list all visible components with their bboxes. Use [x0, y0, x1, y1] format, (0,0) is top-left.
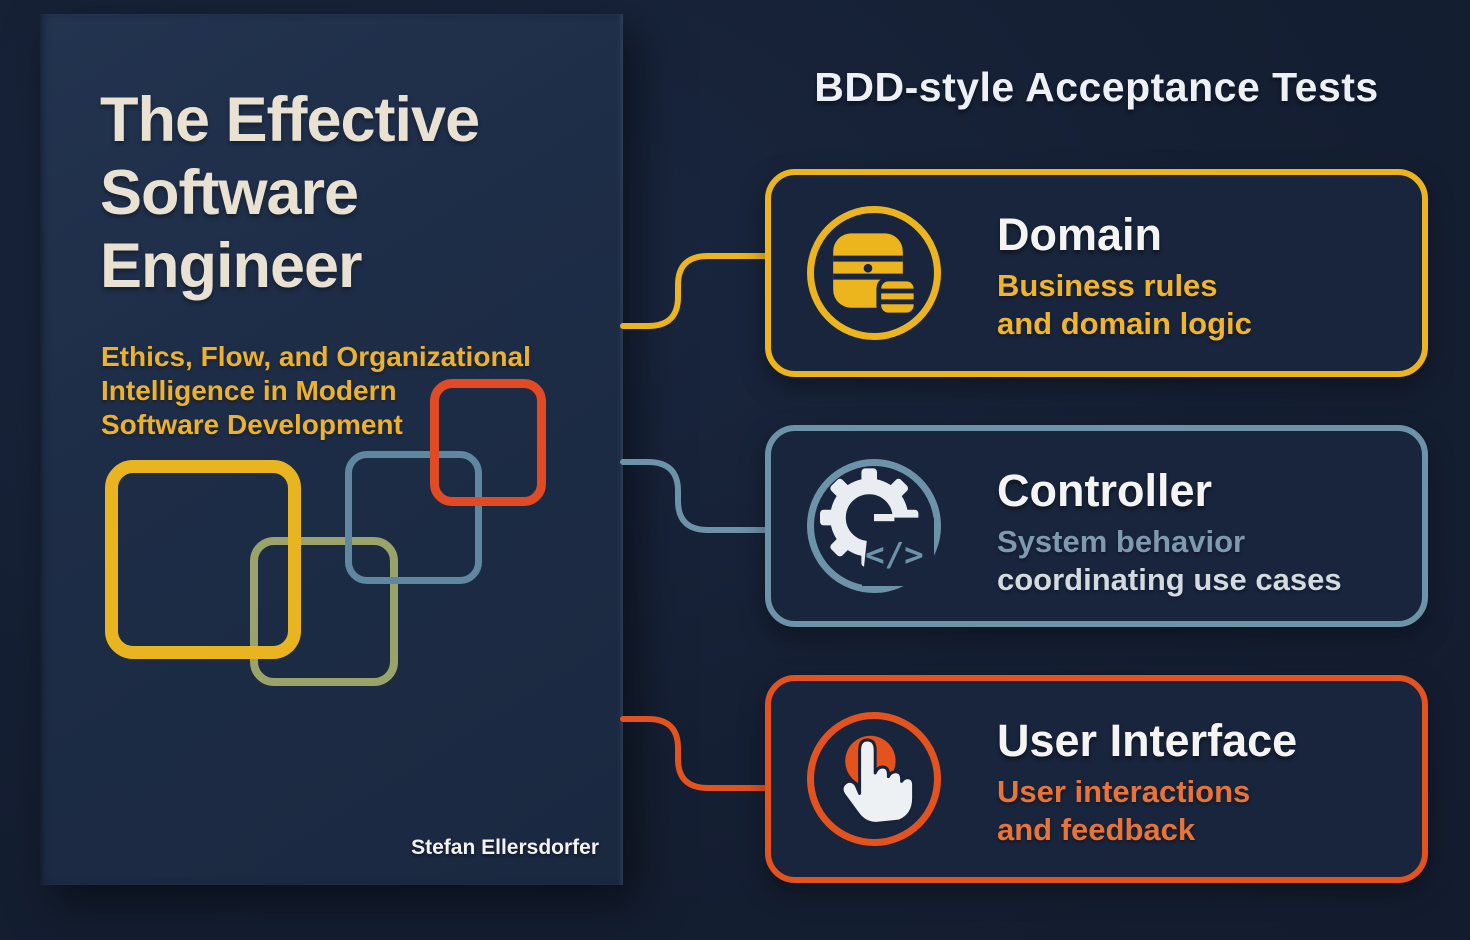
olive-square-decoration: [250, 537, 398, 686]
domain-icon-circle: [807, 206, 941, 340]
book-title-line: Engineer: [100, 231, 363, 301]
domain-subtitle-line1: Business rules: [997, 268, 1218, 303]
book-cover: The Effective Software Engineer Ethics, …: [40, 14, 623, 885]
yellow-square-decoration: [105, 460, 301, 659]
controller-title: Controller: [997, 465, 1213, 516]
controller-connector-line: [620, 459, 771, 533]
controller-subtitle-line2: coordinating use cases: [997, 562, 1342, 597]
ui-subtitle-line1: User interactions: [997, 774, 1251, 809]
book-author: Stefan Ellersdorfer: [411, 836, 599, 859]
domain-subtitle-line2: and domain logic: [997, 306, 1252, 341]
book-subtitle-line: Software Development: [101, 409, 403, 440]
user-interface-box: User Interface User interactions and fee…: [765, 675, 1428, 883]
book-title-line: Software: [100, 158, 359, 228]
book-subtitle: Ethics, Flow, and Organizational Intelli…: [101, 340, 531, 442]
domain-connector-line: [620, 253, 771, 329]
controller-icon-circle: </>: [807, 459, 941, 593]
ui-icon-circle: [807, 712, 941, 846]
ui-connector-line: [620, 716, 771, 791]
book-title: The Effective Software Engineer: [100, 84, 480, 303]
domain-box: Domain Business rules and domain logic: [765, 169, 1428, 377]
controller-subtitle-line1: System behavior: [997, 524, 1246, 559]
diagram-title: BDD-style Acceptance Tests: [814, 64, 1379, 110]
svg-text:</>: </>: [865, 536, 924, 574]
domain-title: Domain: [997, 209, 1163, 260]
ui-subtitle-line2: and feedback: [997, 812, 1196, 847]
book-subtitle-line: Intelligence in Modern: [101, 375, 397, 406]
book-title-line: The Effective: [100, 85, 480, 155]
controller-box: </> Controller System behavior coordinat…: [765, 425, 1428, 627]
steel-blue-square-decoration: [345, 451, 482, 584]
red-square-decoration: [430, 379, 546, 506]
ui-title: User Interface: [997, 715, 1298, 766]
book-subtitle-line: Ethics, Flow, and Organizational: [101, 341, 531, 372]
